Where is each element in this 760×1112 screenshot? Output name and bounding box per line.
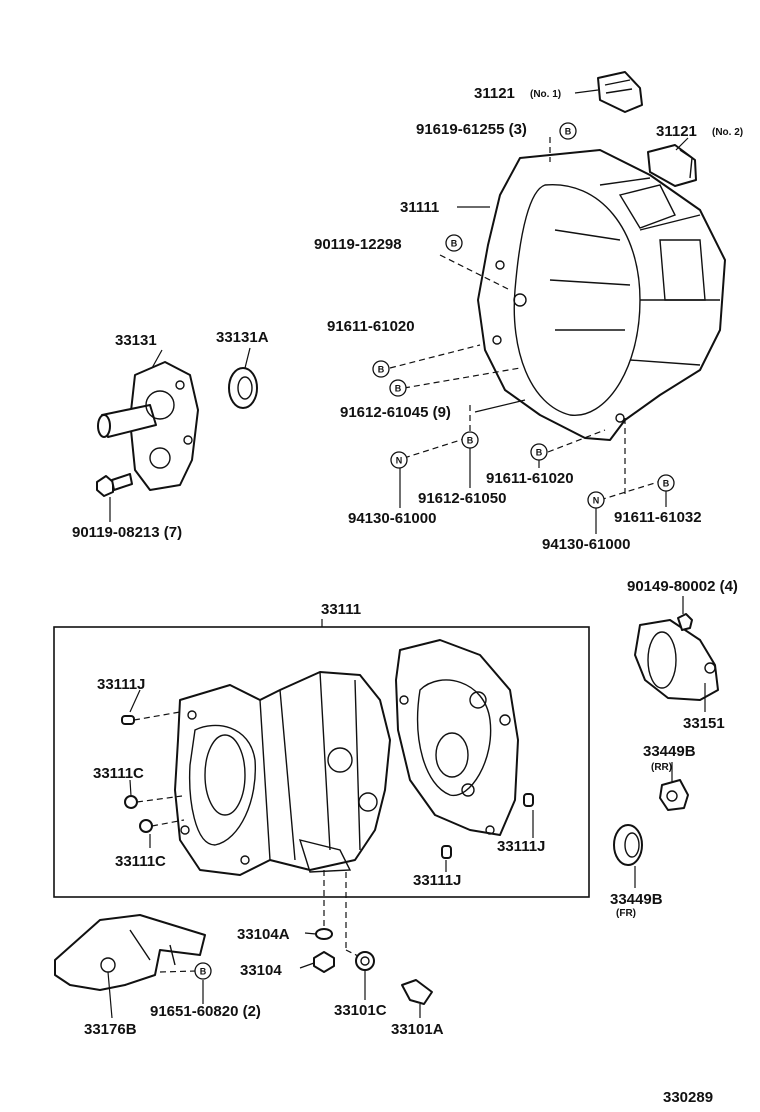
svg-text:B: B: [451, 239, 458, 249]
label-90149-80002: 90149-80002 (4): [627, 578, 738, 595]
label-33111c-b: 33111C: [115, 853, 166, 870]
bolt-marker-90119: B: [445, 234, 463, 252]
label-94130-61000-b: 94130-61000: [542, 536, 630, 553]
svg-text:N: N: [396, 456, 403, 466]
label-31121-no1: 31121 (No. 1): [474, 85, 561, 102]
label-31111: 31111: [400, 199, 439, 216]
bolt-marker-91612-61045: B: [389, 379, 407, 397]
label-91612-61050: 91612-61050: [418, 490, 506, 507]
label-91611-61020-b: 91611-61020: [486, 470, 574, 487]
label-91619-61255: 91619-61255 (3): [416, 121, 527, 138]
label-33111c-a: 33111C: [93, 765, 144, 782]
label-91651-60820: 91651-60820 (2): [150, 1003, 261, 1020]
svg-text:33449B: 33449B: [610, 891, 663, 908]
dowel-pins-illustration: [121, 715, 534, 859]
svg-text:B: B: [467, 436, 474, 446]
svg-text:B: B: [565, 127, 572, 137]
bolt-illustration: [96, 473, 133, 497]
svg-text:(RR): (RR): [651, 762, 672, 773]
svg-text:31121: 31121: [474, 85, 515, 102]
bolt-marker-91611-a: B: [372, 360, 390, 378]
svg-text:B: B: [378, 365, 385, 375]
label-94130-61000-a: 94130-61000: [348, 510, 436, 527]
svg-text:B: B: [395, 384, 402, 394]
svg-text:31121: 31121: [656, 123, 697, 140]
extension-housing-illustration: [97, 361, 199, 491]
bolt-marker-91612-61050: B: [461, 431, 479, 449]
bolt-marker-91619: B: [559, 122, 577, 140]
svg-text:B: B: [536, 448, 543, 458]
label-90119-08213: 90119-08213 (7): [72, 524, 182, 541]
transmission-case-illustration: [174, 671, 391, 876]
label-31121-no2: 31121 (No. 2): [656, 123, 743, 140]
bracket-illustration: [54, 914, 206, 991]
nut-marker-a: N: [390, 451, 408, 469]
label-91612-61045: 91612-61045 (9): [340, 404, 451, 421]
bolt-marker-91611-61032: B: [657, 474, 675, 492]
label-33111j-b: 33111J: [497, 838, 545, 855]
label-33111j-a: 33111J: [97, 676, 145, 693]
label-33101c: 33101C: [334, 1002, 387, 1019]
label-33131: 33131: [115, 332, 157, 349]
svg-text:(No. 2): (No. 2): [712, 127, 743, 138]
bolt-marker-91651: B: [194, 962, 212, 980]
sensor-no2-illustration: [647, 144, 697, 187]
svg-text:B: B: [663, 479, 670, 489]
label-33449b-rr: 33449B (RR): [643, 743, 696, 773]
svg-text:(No. 1): (No. 1): [530, 89, 561, 100]
label-33104: 33104: [240, 962, 282, 979]
svg-text:(FR): (FR): [616, 908, 636, 919]
bolt-90149-illustration: [677, 613, 693, 631]
label-33111: 33111: [321, 601, 361, 618]
bearing-rr-illustration: [659, 779, 689, 811]
label-91611-61020-a: 91611-61020: [327, 318, 415, 335]
bolt-marker-91611-b: B: [530, 443, 548, 461]
nut-marker-b: N: [587, 491, 605, 509]
sensor-no1-illustration: [597, 71, 643, 113]
svg-text:33449B: 33449B: [643, 743, 696, 760]
label-33101a: 33101A: [391, 1021, 444, 1038]
svg-text:B: B: [200, 967, 207, 977]
label-90119-12298: 90119-12298: [314, 236, 402, 253]
label-33176b: 33176B: [84, 1021, 137, 1038]
label-33151: 33151: [683, 715, 725, 732]
leader-lines: [107, 89, 706, 1019]
label-33449b-fr: 33449B (FR): [610, 891, 663, 919]
label-33131a: 33131A: [216, 329, 269, 346]
diagram-id: 330289: [663, 1089, 713, 1106]
bearing-fr-illustration: [613, 824, 643, 866]
intermediate-plate-illustration: [395, 639, 519, 836]
clutch-housing-illustration: [477, 149, 726, 441]
label-33104a: 33104A: [237, 926, 290, 943]
oil-seal-illustration: [228, 367, 258, 409]
svg-text:N: N: [593, 496, 600, 506]
label-33111j-c: 33111J: [413, 872, 461, 889]
drain-plug-items-illustration: [313, 928, 433, 1005]
label-91611-61032: 91611-61032: [614, 509, 702, 526]
